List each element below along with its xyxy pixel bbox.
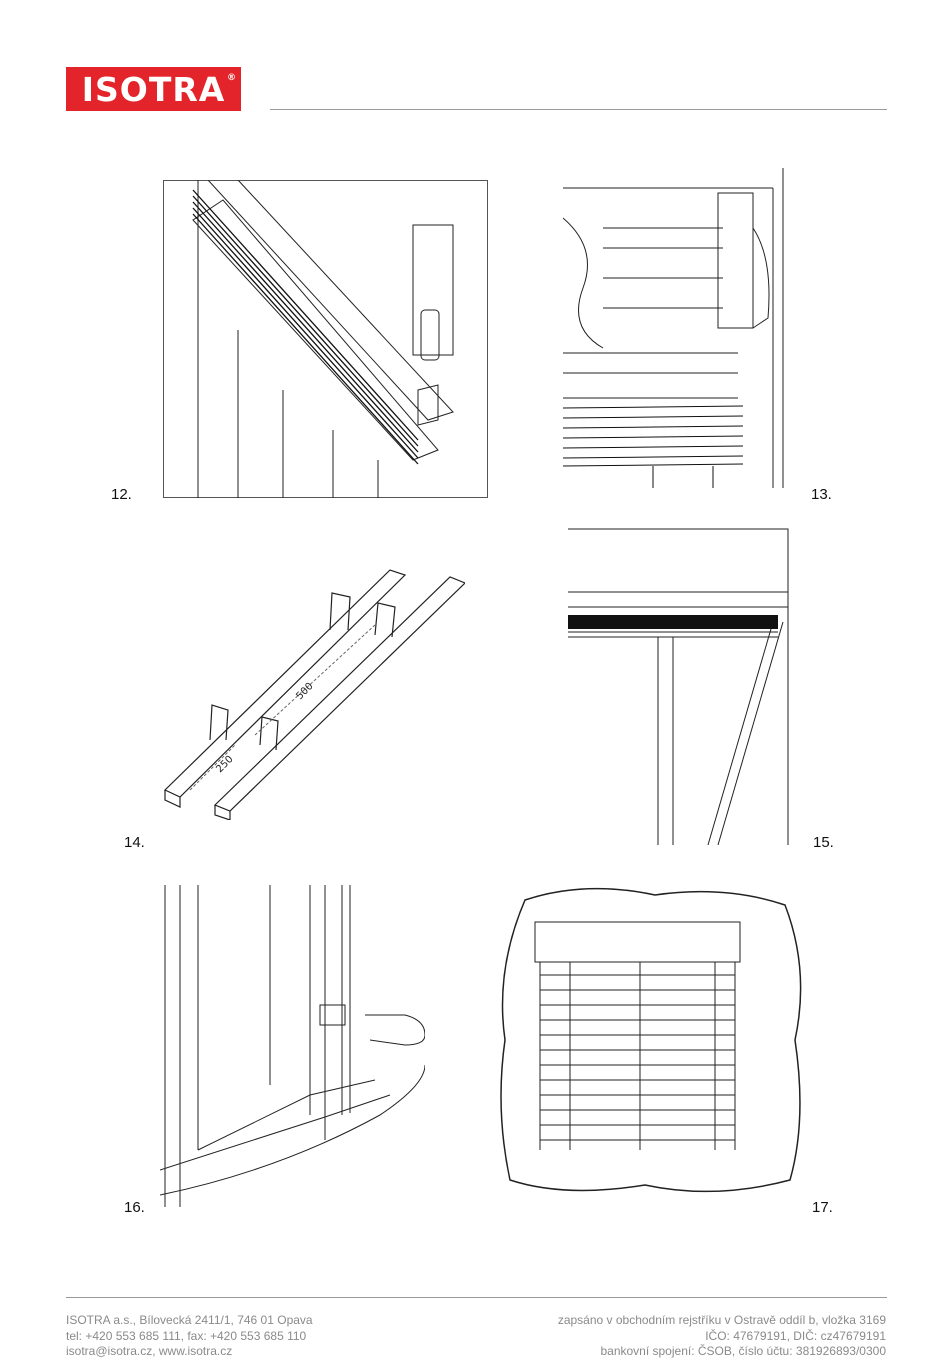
- footer-bank: bankovní spojení: ČSOB, číslo účtu: 3819…: [600, 1344, 886, 1358]
- footer-registration: zapsáno v obchodním rejstříku v Ostravě …: [558, 1313, 886, 1360]
- dimension-250: 250: [214, 754, 235, 775]
- figure-12-number: 12.: [111, 486, 132, 503]
- header-divider: [270, 109, 887, 110]
- figure-16-illustration: [160, 885, 425, 1207]
- dimension-500: 500: [294, 681, 315, 702]
- footer-address: ISOTRA a.s., Bílovecká 2411/1, 746 01 Op…: [66, 1313, 313, 1327]
- isotra-logo: ISOTRA ®: [66, 67, 241, 111]
- footer-phone: tel: +420 553 685 111, fax: +420 553 685…: [66, 1328, 307, 1343]
- figure-15-illustration: [568, 527, 790, 845]
- figure-15-number: 15.: [813, 834, 834, 851]
- figure-14-number: 14.: [124, 834, 145, 851]
- figure-14-illustration: 250 500: [160, 565, 465, 820]
- footer-ids: IČO: 47679191, DIČ: cz47679191: [705, 1328, 886, 1343]
- figure-13-number: 13.: [811, 486, 832, 503]
- footer-registry: zapsáno v obchodním rejstříku v Ostravě …: [557, 1313, 886, 1327]
- figure-13-illustration: [563, 168, 795, 488]
- footer-divider: [66, 1297, 887, 1298]
- figure-16-number: 16.: [124, 1199, 145, 1216]
- figure-12-illustration: [163, 180, 488, 498]
- figure-17-illustration: [495, 880, 810, 1200]
- logo-text: ISOTRA: [81, 69, 226, 109]
- registered-mark: ®: [227, 73, 237, 83]
- footer-company-contact: ISOTRA a.s., Bílovecká 2411/1, 746 01 Op…: [66, 1313, 313, 1360]
- footer-email-web: isotra@isotra.cz, www.isotra.cz: [66, 1344, 233, 1358]
- figure-17-number: 17.: [812, 1199, 833, 1216]
